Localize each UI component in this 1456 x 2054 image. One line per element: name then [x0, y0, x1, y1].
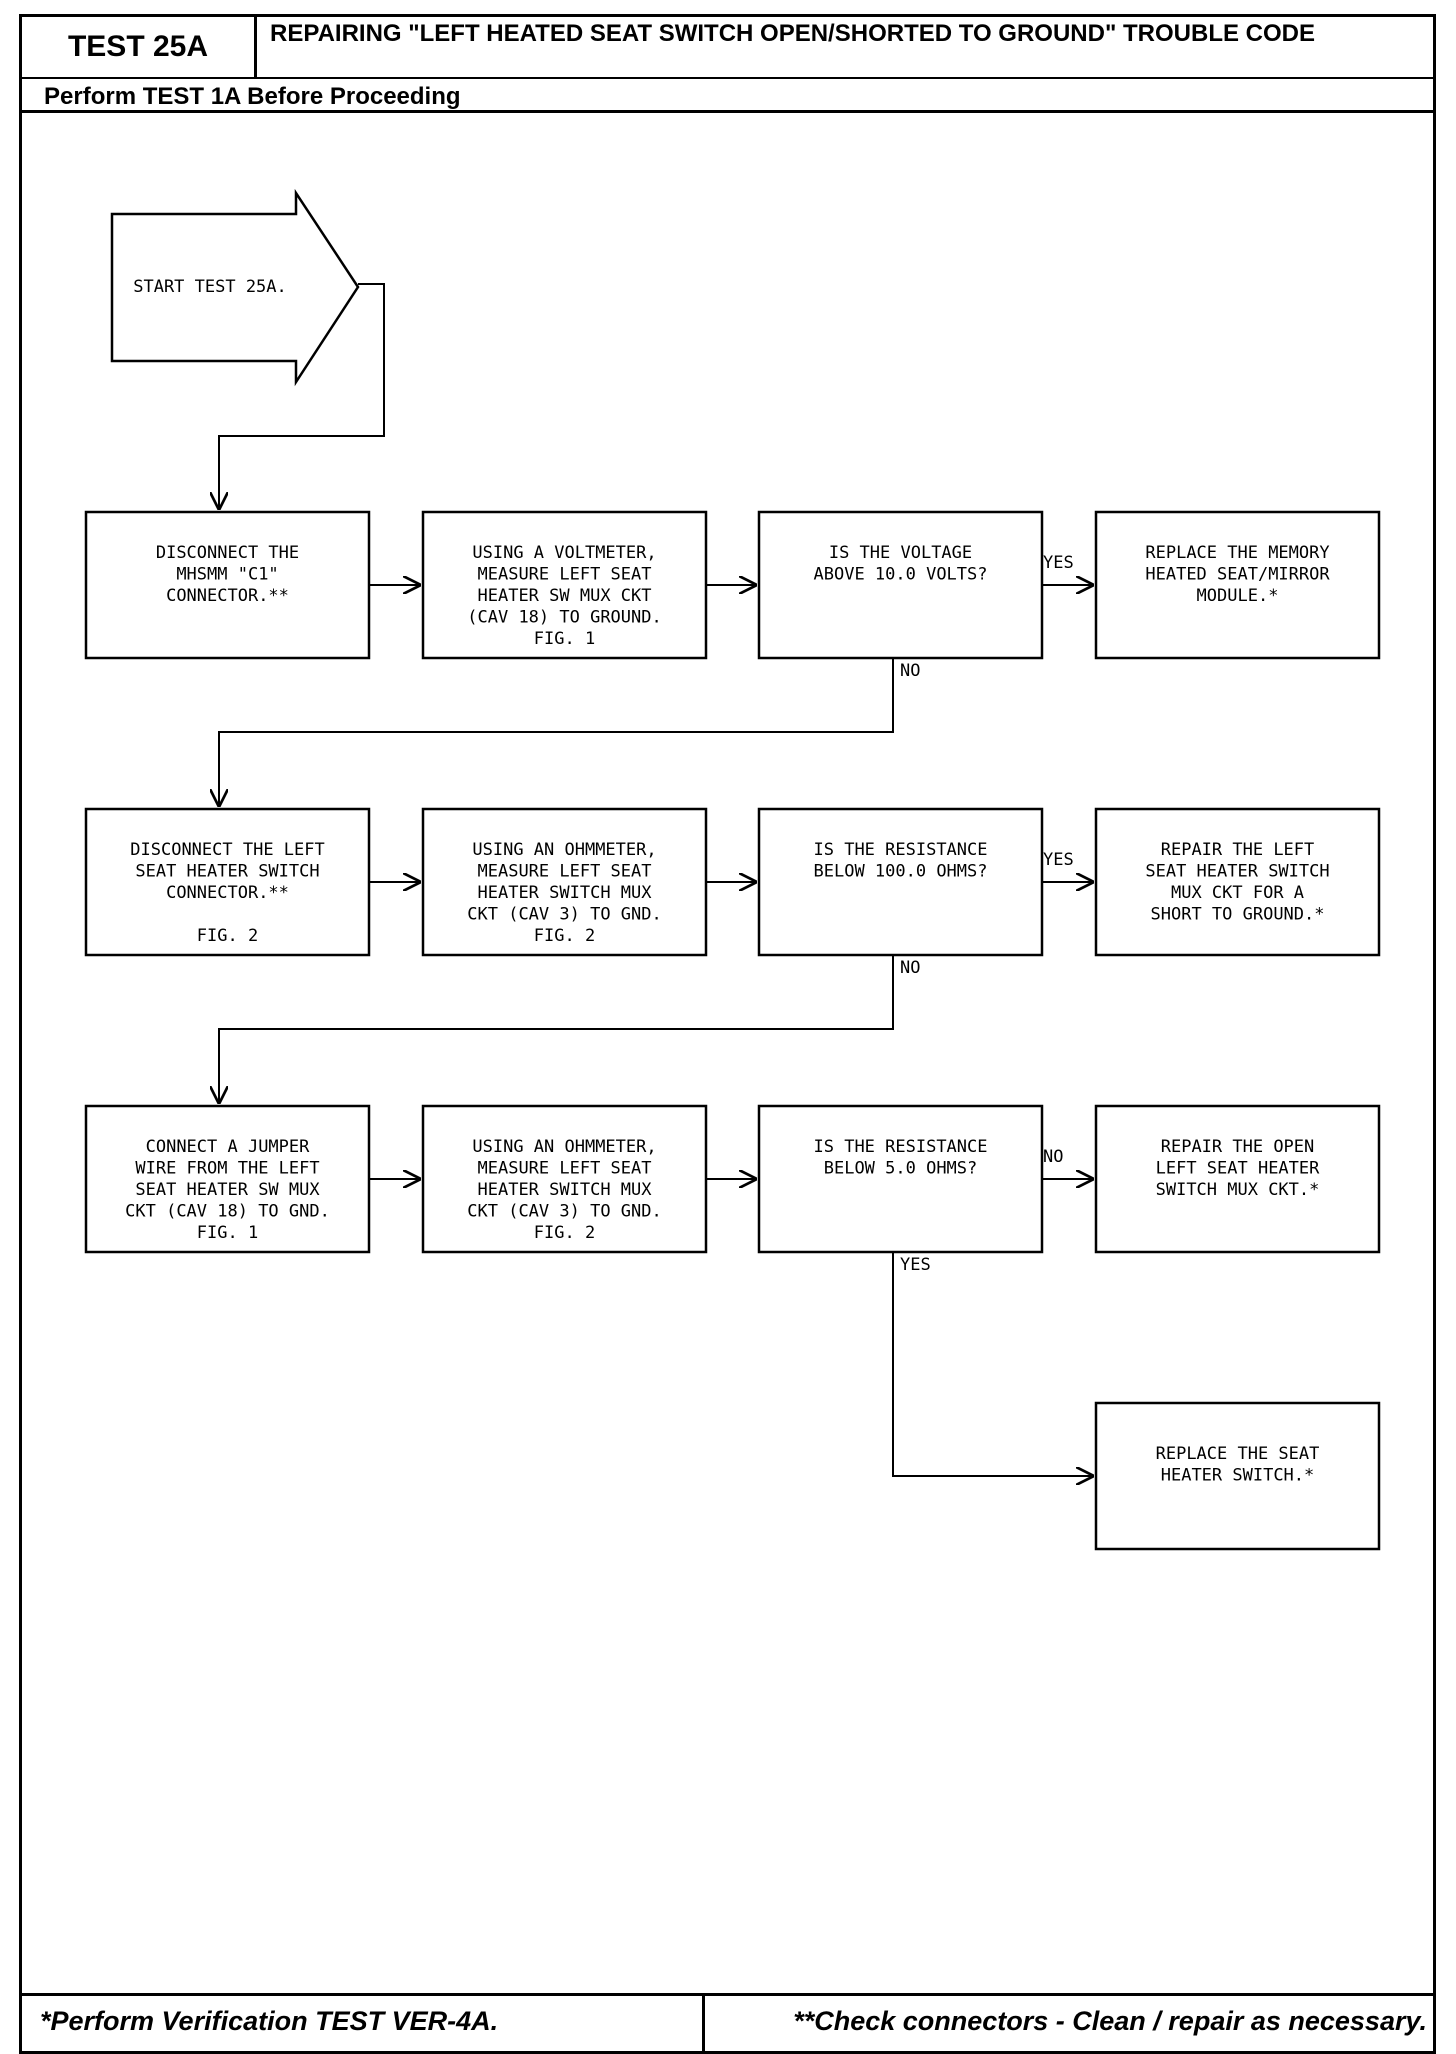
row3-b1-text-line: WIRE FROM THE LEFT	[135, 1159, 319, 1179]
row3-yes-label: YES	[900, 1255, 931, 1275]
row1-b1-text-line: CONNECTOR.**	[166, 586, 289, 606]
row2-b2-text-line: MEASURE LEFT SEAT	[478, 862, 652, 882]
row3-b2-text-line: USING AN OHMMETER,	[472, 1137, 656, 1157]
row2-b4-text-line: SEAT HEATER SWITCH	[1145, 862, 1329, 882]
row1-b3-text-line: ABOVE 10.0 VOLTS?	[814, 565, 988, 585]
start-arrow-shape	[110, 188, 360, 387]
row1-b2-text-line: MEASURE LEFT SEAT	[478, 565, 652, 585]
row2-b3-text-line: BELOW 100.0 OHMS?	[814, 862, 988, 882]
row2-b2-text-line: USING AN OHMMETER,	[472, 840, 656, 860]
footer-verification-note: *Perform Verification TEST VER-4A.	[40, 2006, 499, 2036]
row2-b2-text-line: CKT (CAV 3) TO GND.	[467, 905, 661, 925]
row2-b2-box	[421, 807, 708, 957]
row3-b3-text-line: IS THE RESISTANCE	[814, 1137, 988, 1157]
row3-b1-text-line: CONNECT A JUMPER	[146, 1137, 311, 1157]
row1-b4-text-line: MODULE.*	[1197, 586, 1279, 606]
row1-no-label: NO	[900, 661, 920, 681]
footer-bar: *Perform Verification TEST VER-4A. **Che…	[22, 1993, 1433, 2051]
row3-b4-text-line: LEFT SEAT HEATER	[1156, 1159, 1321, 1179]
row3-b2-text-line: FIG. 2	[534, 1223, 595, 1243]
row3-b2-box	[421, 1104, 708, 1254]
row3-b1-text-line: FIG. 1	[197, 1223, 258, 1243]
row1-b1-text-line: DISCONNECT THE	[156, 543, 299, 563]
row3-no-label: NO	[1043, 1147, 1063, 1167]
final-connector	[892, 1252, 1094, 1476]
row2-b3-box	[757, 807, 1044, 957]
row1-b2-box	[421, 510, 708, 660]
row1-b2-text-line: (CAV 18) TO GROUND.	[467, 608, 661, 628]
row2-b1-text-line: SEAT HEATER SWITCH	[135, 862, 319, 882]
row2-no-label: NO	[900, 958, 920, 978]
final-text-line: HEATER SWITCH.*	[1161, 1466, 1315, 1486]
row2-b1-text-line: DISCONNECT THE LEFT	[130, 840, 324, 860]
row3-b4-text-line: REPAIR THE OPEN	[1161, 1137, 1315, 1157]
page-frame: TEST 25A REPAIRING "LEFT HEATED SEAT SWI…	[19, 14, 1436, 2054]
row2-yes-label: YES	[1043, 850, 1074, 870]
row3-b1-text-line: SEAT HEATER SW MUX	[135, 1180, 320, 1200]
final-box	[1094, 1401, 1381, 1551]
row2-b1-text-line: CONNECTOR.**	[166, 883, 289, 903]
row1-b2-text-line: HEATER SW MUX CKT	[478, 586, 652, 606]
row1-b4-text-line: REPLACE THE MEMORY	[1145, 543, 1329, 563]
prerequisite-note: Perform TEST 1A Before Proceeding	[44, 83, 461, 110]
row1-b4-text-line: HEATED SEAT/MIRROR	[1145, 565, 1330, 585]
row2-b3-text-line: IS THE RESISTANCE	[814, 840, 988, 860]
page-title: REPAIRING "LEFT HEATED SEAT SWITCH OPEN/…	[270, 20, 1316, 47]
test-id: TEST 25A	[22, 17, 257, 77]
final-text-line: REPLACE THE SEAT	[1156, 1444, 1320, 1464]
row1-b1-box	[84, 510, 371, 660]
row1-b4-box	[1094, 510, 1381, 660]
row2-b2-text-line: HEATER SWITCH MUX	[478, 883, 653, 903]
row1-b2-text-line: FIG. 1	[534, 629, 595, 649]
row3-b1-text-line: CKT (CAV 18) TO GND.	[125, 1202, 330, 1222]
row3-b3-text-line: BELOW 5.0 OHMS?	[824, 1159, 978, 1179]
row2-b1-text-line: FIG. 2	[197, 926, 258, 946]
footer-divider	[702, 1996, 705, 2051]
row1-b1-text-line: MHSMM "C1"	[176, 565, 278, 585]
row3-b3-box	[757, 1104, 1044, 1254]
row2-b1-box	[84, 807, 371, 957]
row3-b4-box	[1094, 1104, 1381, 1254]
row2-b2-text-line: FIG. 2	[534, 926, 595, 946]
footer-connector-note: **Check connectors - Clean / repair as n…	[793, 2006, 1427, 2036]
row2-no-connector	[219, 955, 894, 1104]
row1-no-connector	[219, 658, 894, 807]
row3-b2-text-line: HEATER SWITCH MUX	[478, 1180, 653, 1200]
row1-b3-box	[757, 510, 1044, 660]
row3-b4-text-line: SWITCH MUX CKT.*	[1156, 1180, 1320, 1200]
row1-b3-text-line: IS THE VOLTAGE	[829, 543, 972, 563]
row1-b2-text-line: USING A VOLTMETER,	[472, 543, 656, 563]
row3-b2-text-line: CKT (CAV 3) TO GND.	[467, 1202, 661, 1222]
row3-b2-text-line: MEASURE LEFT SEAT	[478, 1159, 652, 1179]
header-bar: TEST 25A REPAIRING "LEFT HEATED SEAT SWI…	[22, 17, 1433, 79]
prerequisite-bar: Perform TEST 1A Before Proceeding	[22, 79, 1433, 113]
start-connector	[219, 283, 385, 510]
row2-b4-text-line: MUX CKT FOR A	[1171, 883, 1304, 903]
row3-b1-box	[84, 1104, 371, 1254]
row2-b4-text-line: SHORT TO GROUND.*	[1151, 905, 1325, 925]
row2-b4-box	[1094, 807, 1381, 957]
row2-b4-text-line: REPAIR THE LEFT	[1161, 840, 1315, 860]
start-label: START TEST 25A.	[133, 277, 287, 297]
row1-yes-label: YES	[1043, 553, 1074, 573]
